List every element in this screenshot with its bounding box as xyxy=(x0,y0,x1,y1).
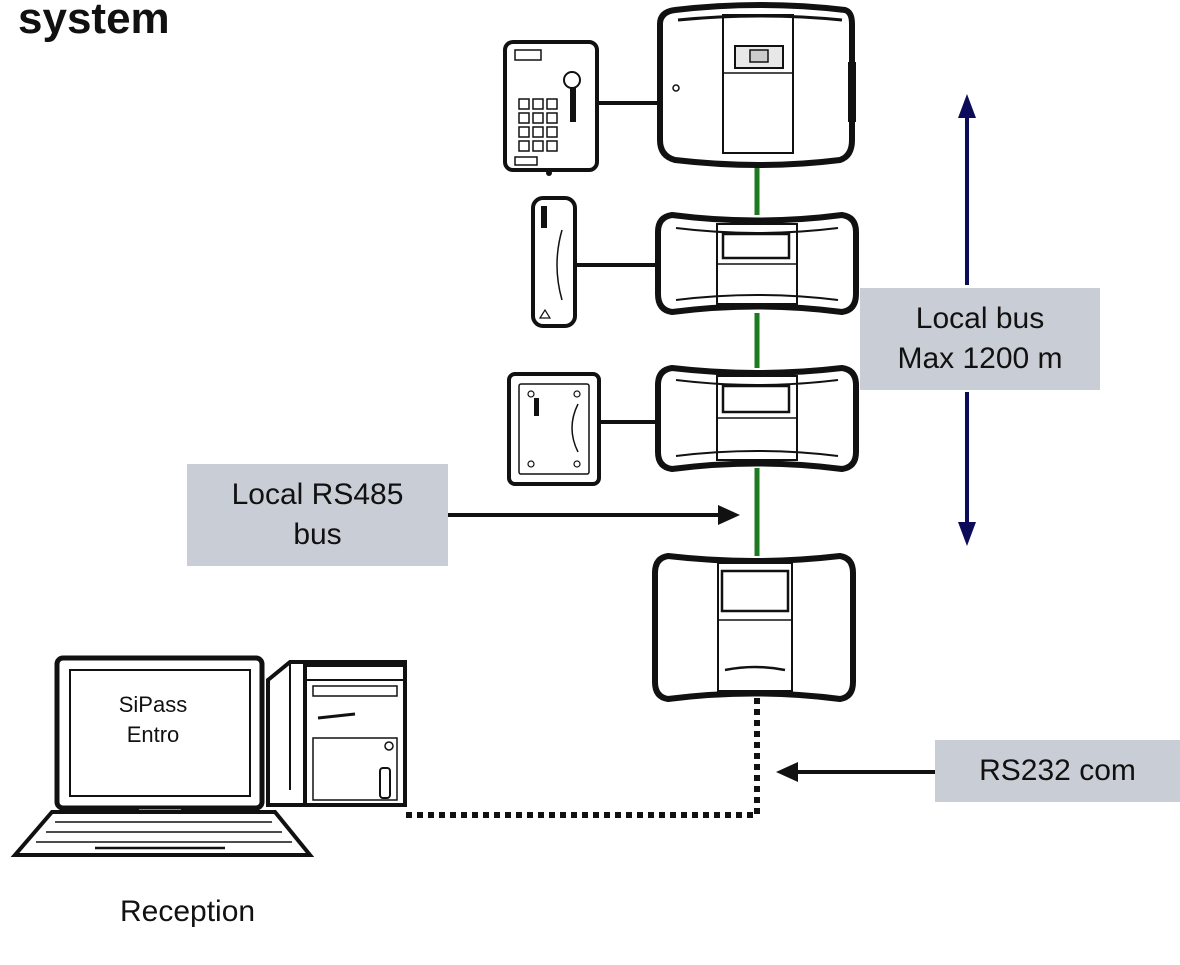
bus-length-arrow xyxy=(958,94,976,546)
rs485-label-box: Local RS485 bus xyxy=(187,464,448,566)
rs232-label-box: RS232 com xyxy=(935,740,1180,802)
rs485-label-line2: bus xyxy=(293,518,342,551)
rs485-label-line1: Local RS485 xyxy=(231,478,404,511)
controller-unit-2 xyxy=(655,211,859,316)
screen-label-line2: Entro xyxy=(126,722,180,747)
proximity-reader-slim xyxy=(531,196,658,328)
page-heading: system xyxy=(18,0,170,43)
reception-caption: Reception xyxy=(120,895,256,928)
rs485-pointer-arrow xyxy=(448,505,740,525)
pc-tower xyxy=(266,660,407,807)
proximity-reader-square xyxy=(507,372,658,486)
rs232-label: RS232 com xyxy=(979,754,1136,787)
screen-label-line1: SiPass xyxy=(118,692,188,717)
keypad-reader xyxy=(503,40,660,176)
pc-keyboard xyxy=(10,810,315,857)
rs232-pointer-arrow xyxy=(776,762,935,782)
rs232-cable xyxy=(405,698,760,818)
local-bus-label-box: Local bus Max 1200 m xyxy=(860,288,1100,390)
monitor-screen-text: SiPass Entro xyxy=(88,690,218,750)
controller-unit-1 xyxy=(657,2,856,168)
controller-unit-4 xyxy=(652,552,856,703)
controller-unit-3 xyxy=(655,364,859,473)
local-bus-label: Local bus xyxy=(915,302,1045,335)
local-bus-max-label: Max 1200 m xyxy=(897,342,1063,375)
